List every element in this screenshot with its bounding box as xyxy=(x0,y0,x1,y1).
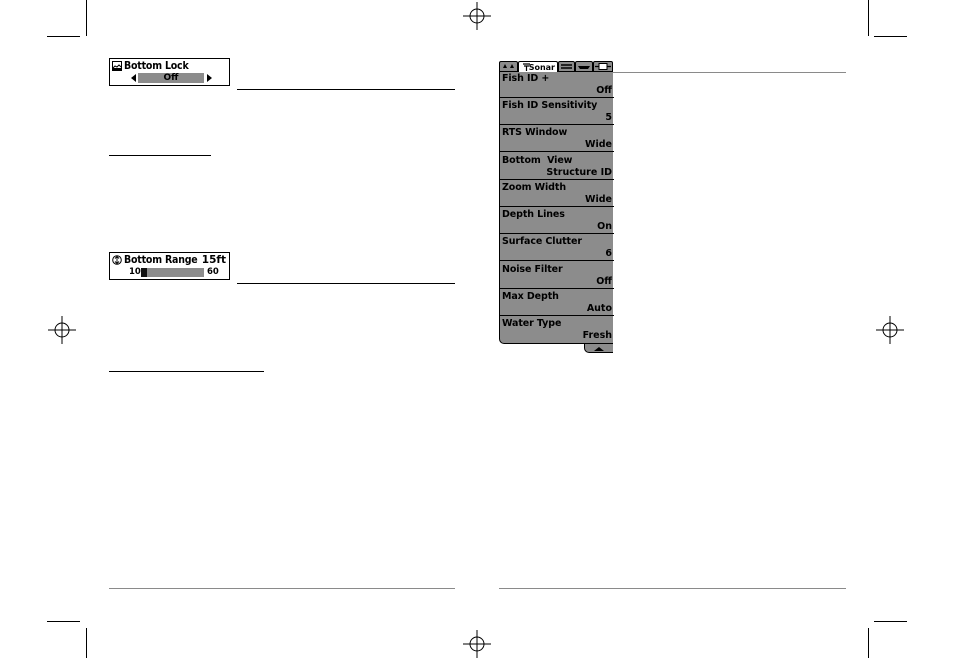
battery-tab[interactable] xyxy=(593,61,613,72)
menu-item-value: Auto xyxy=(586,303,612,314)
menu-item-fish-id-plus[interactable]: Fish ID + Off xyxy=(500,72,614,98)
range-icon xyxy=(112,255,122,265)
registration-mark-icon xyxy=(48,316,76,344)
menu-item-noise-filter[interactable]: Noise Filter Off xyxy=(500,263,614,289)
bottom-range-title: Bottom Range xyxy=(124,254,198,266)
setup-icon xyxy=(561,64,572,69)
range-max-label: 60 xyxy=(207,267,219,277)
crop-mark xyxy=(874,36,907,37)
crop-mark xyxy=(874,621,907,622)
increase-arrow-icon[interactable] xyxy=(207,74,212,82)
menu-item-value: Off xyxy=(596,85,612,96)
menu-item-max-depth[interactable]: Max Depth Auto xyxy=(500,290,614,316)
menu-item-label: Depth Lines xyxy=(502,209,565,220)
range-slider[interactable] xyxy=(141,268,204,277)
bottom-lock-title: Bottom Lock xyxy=(124,60,189,72)
range-slider-fill xyxy=(141,268,147,277)
menu-item-value: Wide xyxy=(585,194,612,205)
sonar-tab-label: Sonar xyxy=(528,63,555,72)
alarms-tab[interactable] xyxy=(499,61,518,72)
range-min-label: 10 xyxy=(129,267,141,277)
menu-item-rts-window[interactable]: RTS Window Wide xyxy=(500,126,614,152)
scroll-up-icon xyxy=(594,347,604,351)
menu-item-label: RTS Window xyxy=(502,127,568,138)
menu-item-label: Water Type xyxy=(502,318,562,329)
menu-item-value: 6 xyxy=(605,248,612,259)
menu-item-label: Fish ID + xyxy=(502,73,550,84)
sonar-tab[interactable]: Sonar xyxy=(518,61,558,73)
menu-item-value: Fresh xyxy=(582,330,612,341)
menu-item-label: Fish ID Sensitivity xyxy=(502,100,598,111)
menu-item-value: Off xyxy=(596,276,612,287)
section-divider xyxy=(613,72,846,73)
crop-mark xyxy=(47,36,80,37)
boat-icon xyxy=(578,66,590,69)
crop-mark xyxy=(86,628,87,658)
bottom-range-value: 15ft xyxy=(201,254,226,266)
menu-item-value: On xyxy=(597,221,612,232)
alarm-icon xyxy=(503,64,514,68)
menu-item-value: 5 xyxy=(605,112,612,123)
decrease-arrow-icon[interactable] xyxy=(131,74,136,82)
setup-tab[interactable] xyxy=(558,61,575,72)
menu-item-value: Wide xyxy=(585,139,612,150)
section-divider xyxy=(237,283,455,284)
bottom-lock-icon xyxy=(112,61,122,71)
bottom-range-widget[interactable]: Bottom Range 15ft 10 60 xyxy=(109,252,230,280)
scroll-up-button[interactable] xyxy=(584,344,613,353)
sonar-icon xyxy=(523,63,530,71)
menu-item-label: Max Depth xyxy=(502,291,559,302)
crop-mark xyxy=(86,0,87,36)
menu-item-label: Zoom Width xyxy=(502,182,566,193)
heading-underline xyxy=(109,371,264,372)
footer-rule xyxy=(499,588,846,589)
menu-item-zoom-width[interactable]: Zoom Width Wide xyxy=(500,181,614,207)
crop-mark xyxy=(868,628,869,658)
sonar-menu: Fish ID + Off Fish ID Sensitivity 5 RTS … xyxy=(499,72,614,344)
menu-item-surface-clutter[interactable]: Surface Clutter 6 xyxy=(500,235,614,261)
menu-item-label: Bottom View xyxy=(502,155,573,166)
crop-mark xyxy=(47,621,80,622)
menu-item-value: Structure ID xyxy=(546,167,612,178)
menu-item-depth-lines[interactable]: Depth Lines On xyxy=(500,208,614,234)
footer-rule xyxy=(109,588,455,589)
crop-mark xyxy=(868,0,869,36)
registration-mark-icon xyxy=(463,2,491,30)
heading-underline xyxy=(109,155,211,156)
menu-item-water-type[interactable]: Water Type Fresh xyxy=(500,317,614,343)
menu-item-label: Noise Filter xyxy=(502,264,563,275)
registration-mark-icon xyxy=(876,316,904,344)
section-divider xyxy=(237,89,455,90)
accessories-tab[interactable] xyxy=(575,61,593,72)
battery-icon xyxy=(595,63,611,70)
menu-item-bottom-view[interactable]: Bottom View Structure ID xyxy=(500,154,614,180)
menu-item-label: Surface Clutter xyxy=(502,236,582,247)
bottom-lock-value[interactable]: Off xyxy=(138,73,204,83)
menu-item-fish-id-sensitivity[interactable]: Fish ID Sensitivity 5 xyxy=(500,99,614,125)
bottom-lock-widget[interactable]: Bottom Lock Off xyxy=(109,58,230,86)
registration-mark-icon xyxy=(463,630,491,658)
